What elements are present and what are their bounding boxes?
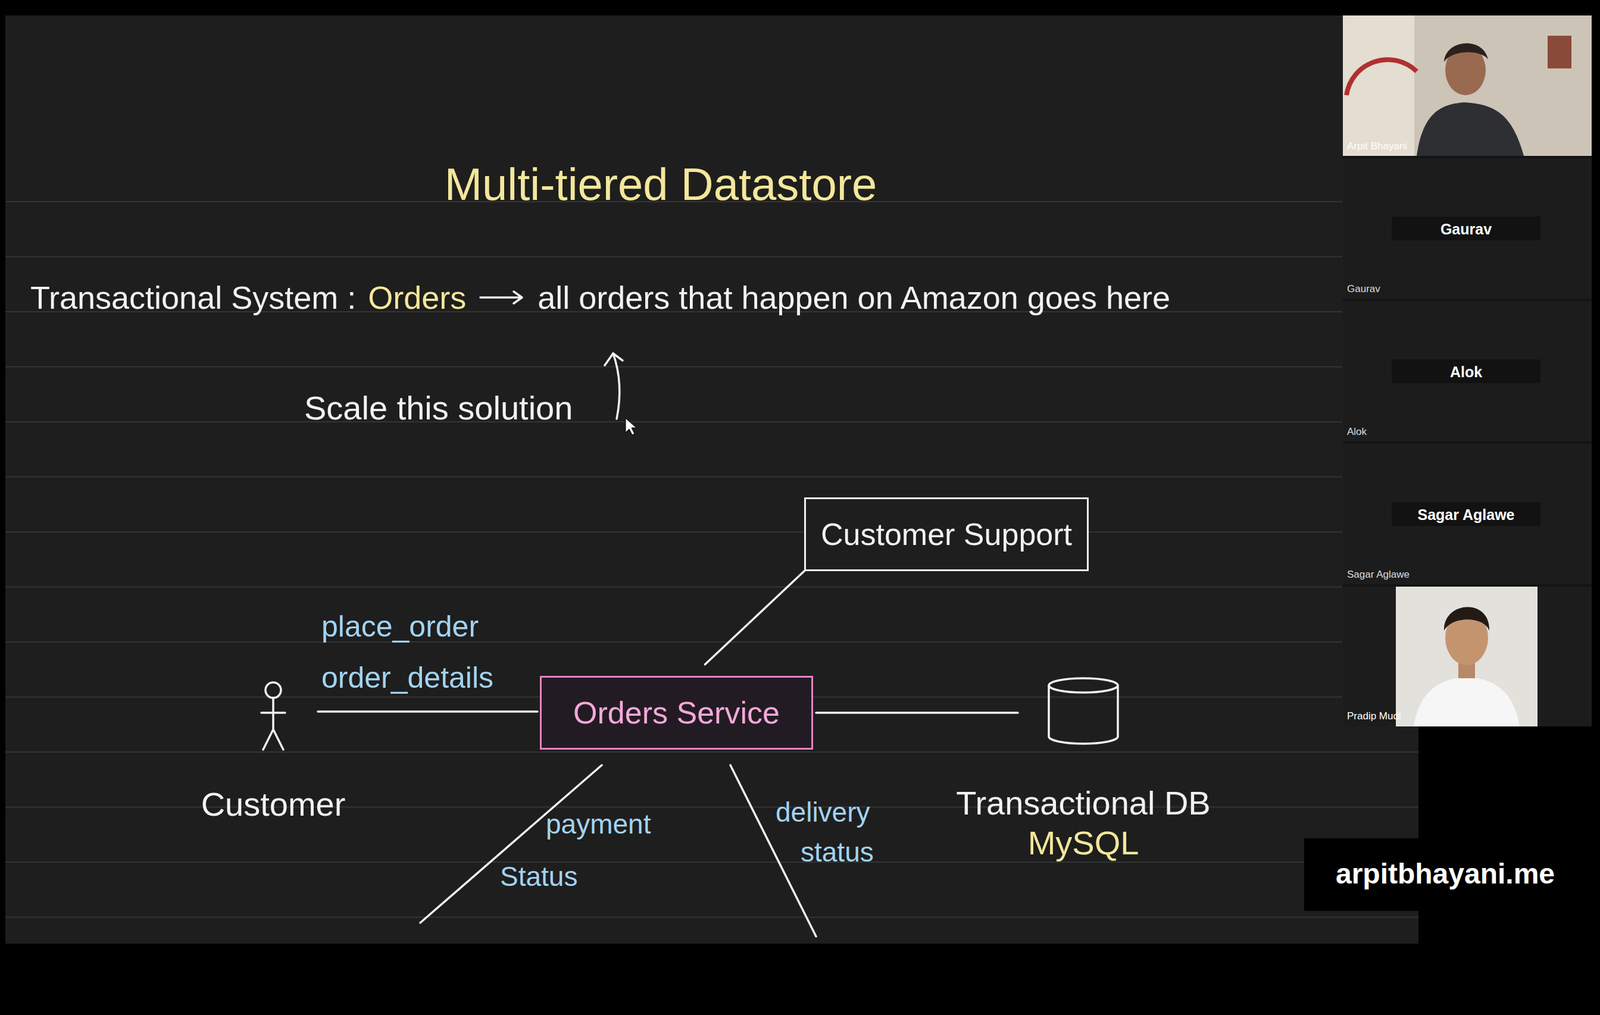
participant-caption: Gaurav: [1347, 283, 1381, 296]
video-fan: [1346, 59, 1417, 96]
actor-node: Customer: [201, 678, 346, 825]
ruled-line: [5, 861, 1419, 864]
database-node: Transactional DBMySQL: [955, 676, 1211, 864]
node-text: Customer: [201, 784, 346, 825]
text-row: Transactional System : Orders all orders t…: [30, 278, 1171, 318]
video-tile: [1342, 158, 1592, 299]
connector: [317, 710, 538, 714]
video-wall: [1395, 586, 1538, 727]
connector: [816, 711, 1018, 715]
video-person: [1416, 102, 1524, 156]
ruled-line: [5, 366, 1343, 368]
service-box: Orders Service: [539, 676, 814, 750]
ruled-line: [5, 531, 1343, 533]
figure-body: [261, 698, 286, 750]
note-text: Transactional System :: [30, 278, 356, 318]
participant-name: Alok: [1450, 363, 1483, 381]
video-tile: [1342, 15, 1592, 156]
line-label: payment Status: [500, 798, 661, 903]
note-text: all orders that happen on Amazon goes he…: [537, 278, 1171, 318]
arrow-head: [604, 353, 623, 366]
node-text: Transactional DB: [955, 783, 1211, 824]
participant-caption: Alok: [1347, 426, 1367, 439]
brand-box: [1304, 838, 1587, 912]
ruled-line: [5, 256, 1343, 258]
highlight-text: Orders: [367, 278, 467, 318]
video-tile: [1342, 586, 1592, 727]
database-cylinder: [1044, 676, 1123, 747]
note-text: Scale this solution: [304, 388, 573, 428]
watermark: arpitbhayani.me: [1335, 857, 1555, 892]
ruled-line: [5, 917, 1419, 919]
video-poster: [1547, 35, 1572, 69]
video-hair: [1444, 43, 1489, 62]
node-text: Customer Support: [820, 516, 1073, 553]
mouse-cursor: [625, 418, 637, 436]
participant-caption: Arpit Bhayani: [1347, 140, 1408, 153]
participant-name: Sagar Aglawe: [1417, 505, 1515, 524]
ruled-lines: [5, 201, 1419, 918]
cylinder-top: [1048, 678, 1118, 693]
node-text: Orders Service: [573, 694, 780, 732]
video-wall: [1342, 15, 1415, 156]
video-tile: [1342, 301, 1592, 442]
ruled-line: [5, 641, 1343, 643]
connector: [704, 571, 805, 665]
video-hair: [1444, 607, 1490, 631]
participant-caption: Sagar Aglawe: [1347, 569, 1410, 581]
edge-label: place_order order_details: [321, 601, 536, 704]
video-person: [1413, 677, 1520, 727]
arrow-line: [480, 291, 523, 304]
name-plate: [1391, 216, 1541, 241]
ruled-line: [5, 586, 1343, 589]
curved-arrow: [613, 353, 620, 420]
ruled-line: [5, 751, 1419, 753]
participant-panel: [1342, 15, 1592, 727]
node-text: MySQL: [1027, 823, 1140, 864]
figure-head: [265, 682, 281, 699]
ruled-line: [5, 476, 1343, 478]
name-plate: [1391, 359, 1541, 384]
process-box: Customer Support: [804, 497, 1089, 572]
cylinder-body: [1048, 685, 1118, 745]
line-label: delivery status: [775, 792, 938, 873]
title: Multi-tiered Datastore: [444, 157, 878, 212]
whiteboard: [5, 15, 1419, 945]
participant-name: Gaurav: [1440, 220, 1492, 239]
video-tile: [1342, 444, 1592, 585]
stick-figure: [228, 678, 318, 756]
ruled-line: [5, 421, 1343, 423]
leader-line: [420, 765, 602, 924]
participant-caption: Pradip Mudi: [1347, 710, 1402, 723]
arrow-glyph: [477, 288, 526, 307]
name-plate: [1391, 502, 1541, 527]
